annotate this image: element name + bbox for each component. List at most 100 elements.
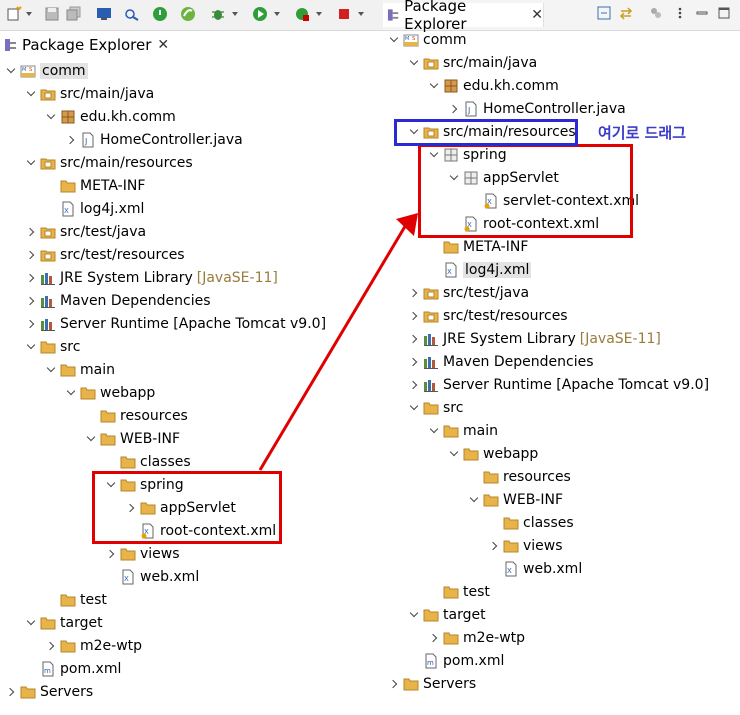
tree-item[interactable]: JRE System Library[JavaSE-11]: [24, 266, 278, 289]
tree-item[interactable]: target: [24, 611, 103, 634]
tree-item[interactable]: resources: [467, 465, 571, 488]
tree-item[interactable]: src: [407, 396, 463, 419]
external-tools-dropdown-icon[interactable]: [316, 12, 322, 16]
run-dropdown-icon[interactable]: [274, 12, 280, 16]
chevron-right-icon[interactable]: [407, 334, 421, 343]
chevron-down-icon[interactable]: [84, 432, 98, 441]
tree-item[interactable]: JRE System Library[JavaSE-11]: [407, 327, 661, 350]
chevron-down-icon[interactable]: [44, 110, 58, 119]
tree-item[interactable]: src/main/java: [407, 51, 537, 74]
chevron-right-icon[interactable]: [427, 633, 441, 642]
chevron-down-icon[interactable]: [64, 386, 78, 395]
new-icon[interactable]: [6, 6, 22, 22]
tree-item[interactable]: classes: [487, 511, 574, 534]
tree-item[interactable]: src/main/resources: [407, 120, 576, 143]
terminal-icon[interactable]: [96, 6, 112, 22]
tree-item[interactable]: src/test/resources: [24, 243, 185, 266]
maximize-icon[interactable]: [717, 6, 731, 20]
tree-item[interactable]: m2e-wtp: [427, 626, 525, 649]
close-tab-button[interactable]: ✕: [531, 7, 543, 23]
chevron-down-icon[interactable]: [407, 608, 421, 617]
tree-item[interactable]: src/test/resources: [407, 304, 568, 327]
chevron-down-icon[interactable]: [427, 424, 441, 433]
chevron-right-icon[interactable]: [407, 288, 421, 297]
chevron-down-icon[interactable]: [447, 447, 461, 456]
chevron-down-icon[interactable]: [407, 401, 421, 410]
save-all-icon[interactable]: [66, 6, 82, 22]
run-icon[interactable]: [252, 6, 268, 22]
skip-breakpoints-icon[interactable]: [124, 6, 140, 22]
tree-item[interactable]: Maven Dependencies: [24, 289, 211, 312]
focus-icon[interactable]: [649, 6, 663, 20]
chevron-right-icon[interactable]: [407, 380, 421, 389]
stop-dropdown-icon[interactable]: [358, 12, 364, 16]
tree-item[interactable]: webapp: [447, 442, 538, 465]
tree-item[interactable]: test: [44, 588, 107, 611]
chevron-down-icon[interactable]: [407, 56, 421, 65]
tree-item[interactable]: views: [104, 542, 180, 565]
chevron-right-icon[interactable]: [64, 135, 78, 144]
chevron-down-icon[interactable]: [24, 340, 38, 349]
tree-item[interactable]: WEB-INF: [467, 488, 563, 511]
package-explorer-tab[interactable]: Package Explorer ✕: [383, 0, 544, 33]
tree-item[interactable]: META-INF: [44, 174, 145, 197]
tree-item[interactable]: appServlet: [124, 496, 236, 519]
tree-item[interactable]: target: [407, 603, 486, 626]
tree-item[interactable]: resources: [84, 404, 188, 427]
spring-icon[interactable]: [180, 6, 196, 22]
chevron-right-icon[interactable]: [44, 641, 58, 650]
tree-item[interactable]: WEB-INF: [84, 427, 180, 450]
chevron-down-icon[interactable]: [427, 79, 441, 88]
chevron-right-icon[interactable]: [24, 273, 38, 282]
tree-item[interactable]: META-INF: [427, 235, 528, 258]
minimize-icon[interactable]: [695, 6, 709, 20]
chevron-right-icon[interactable]: [24, 250, 38, 259]
link-with-editor-icon[interactable]: [619, 6, 633, 20]
chevron-right-icon[interactable]: [447, 104, 461, 113]
close-tab-button[interactable]: ✕: [157, 37, 170, 53]
tree-item[interactable]: test: [427, 580, 490, 603]
spring-boot-icon[interactable]: [152, 6, 168, 22]
tree-item[interactable]: webapp: [64, 381, 155, 404]
tree-item[interactable]: main: [427, 419, 498, 442]
tree-item[interactable]: Server Runtime [Apache Tomcat v9.0]: [24, 312, 326, 335]
collapse-all-icon[interactable]: [597, 6, 611, 20]
tree-item[interactable]: src/test/java: [407, 281, 529, 304]
tree-item[interactable]: edu.kh.comm: [427, 74, 559, 97]
chevron-down-icon[interactable]: [4, 64, 18, 73]
tree-item[interactable]: edu.kh.comm: [44, 105, 176, 128]
chevron-right-icon[interactable]: [407, 311, 421, 320]
chevron-down-icon[interactable]: [387, 33, 401, 42]
tree-item[interactable]: views: [487, 534, 563, 557]
new-dropdown-icon[interactable]: [26, 12, 32, 16]
package-explorer-tab[interactable]: Package Explorer ✕: [0, 33, 170, 57]
chevron-down-icon[interactable]: [24, 87, 38, 96]
chevron-right-icon[interactable]: [24, 296, 38, 305]
chevron-down-icon[interactable]: [467, 493, 481, 502]
view-menu-icon[interactable]: [673, 6, 687, 20]
chevron-down-icon[interactable]: [24, 156, 38, 165]
chevron-right-icon[interactable]: [487, 541, 501, 550]
tree-item[interactable]: src: [24, 335, 80, 358]
chevron-down-icon[interactable]: [24, 616, 38, 625]
tree-item[interactable]: src/main/resources: [24, 151, 193, 174]
chevron-right-icon[interactable]: [24, 319, 38, 328]
external-tools-icon[interactable]: [294, 6, 310, 22]
save-icon[interactable]: [44, 6, 60, 22]
tree-item[interactable]: m2e-wtp: [44, 634, 142, 657]
tree-item[interactable]: Servers: [387, 672, 476, 695]
debug-icon[interactable]: [210, 6, 226, 22]
